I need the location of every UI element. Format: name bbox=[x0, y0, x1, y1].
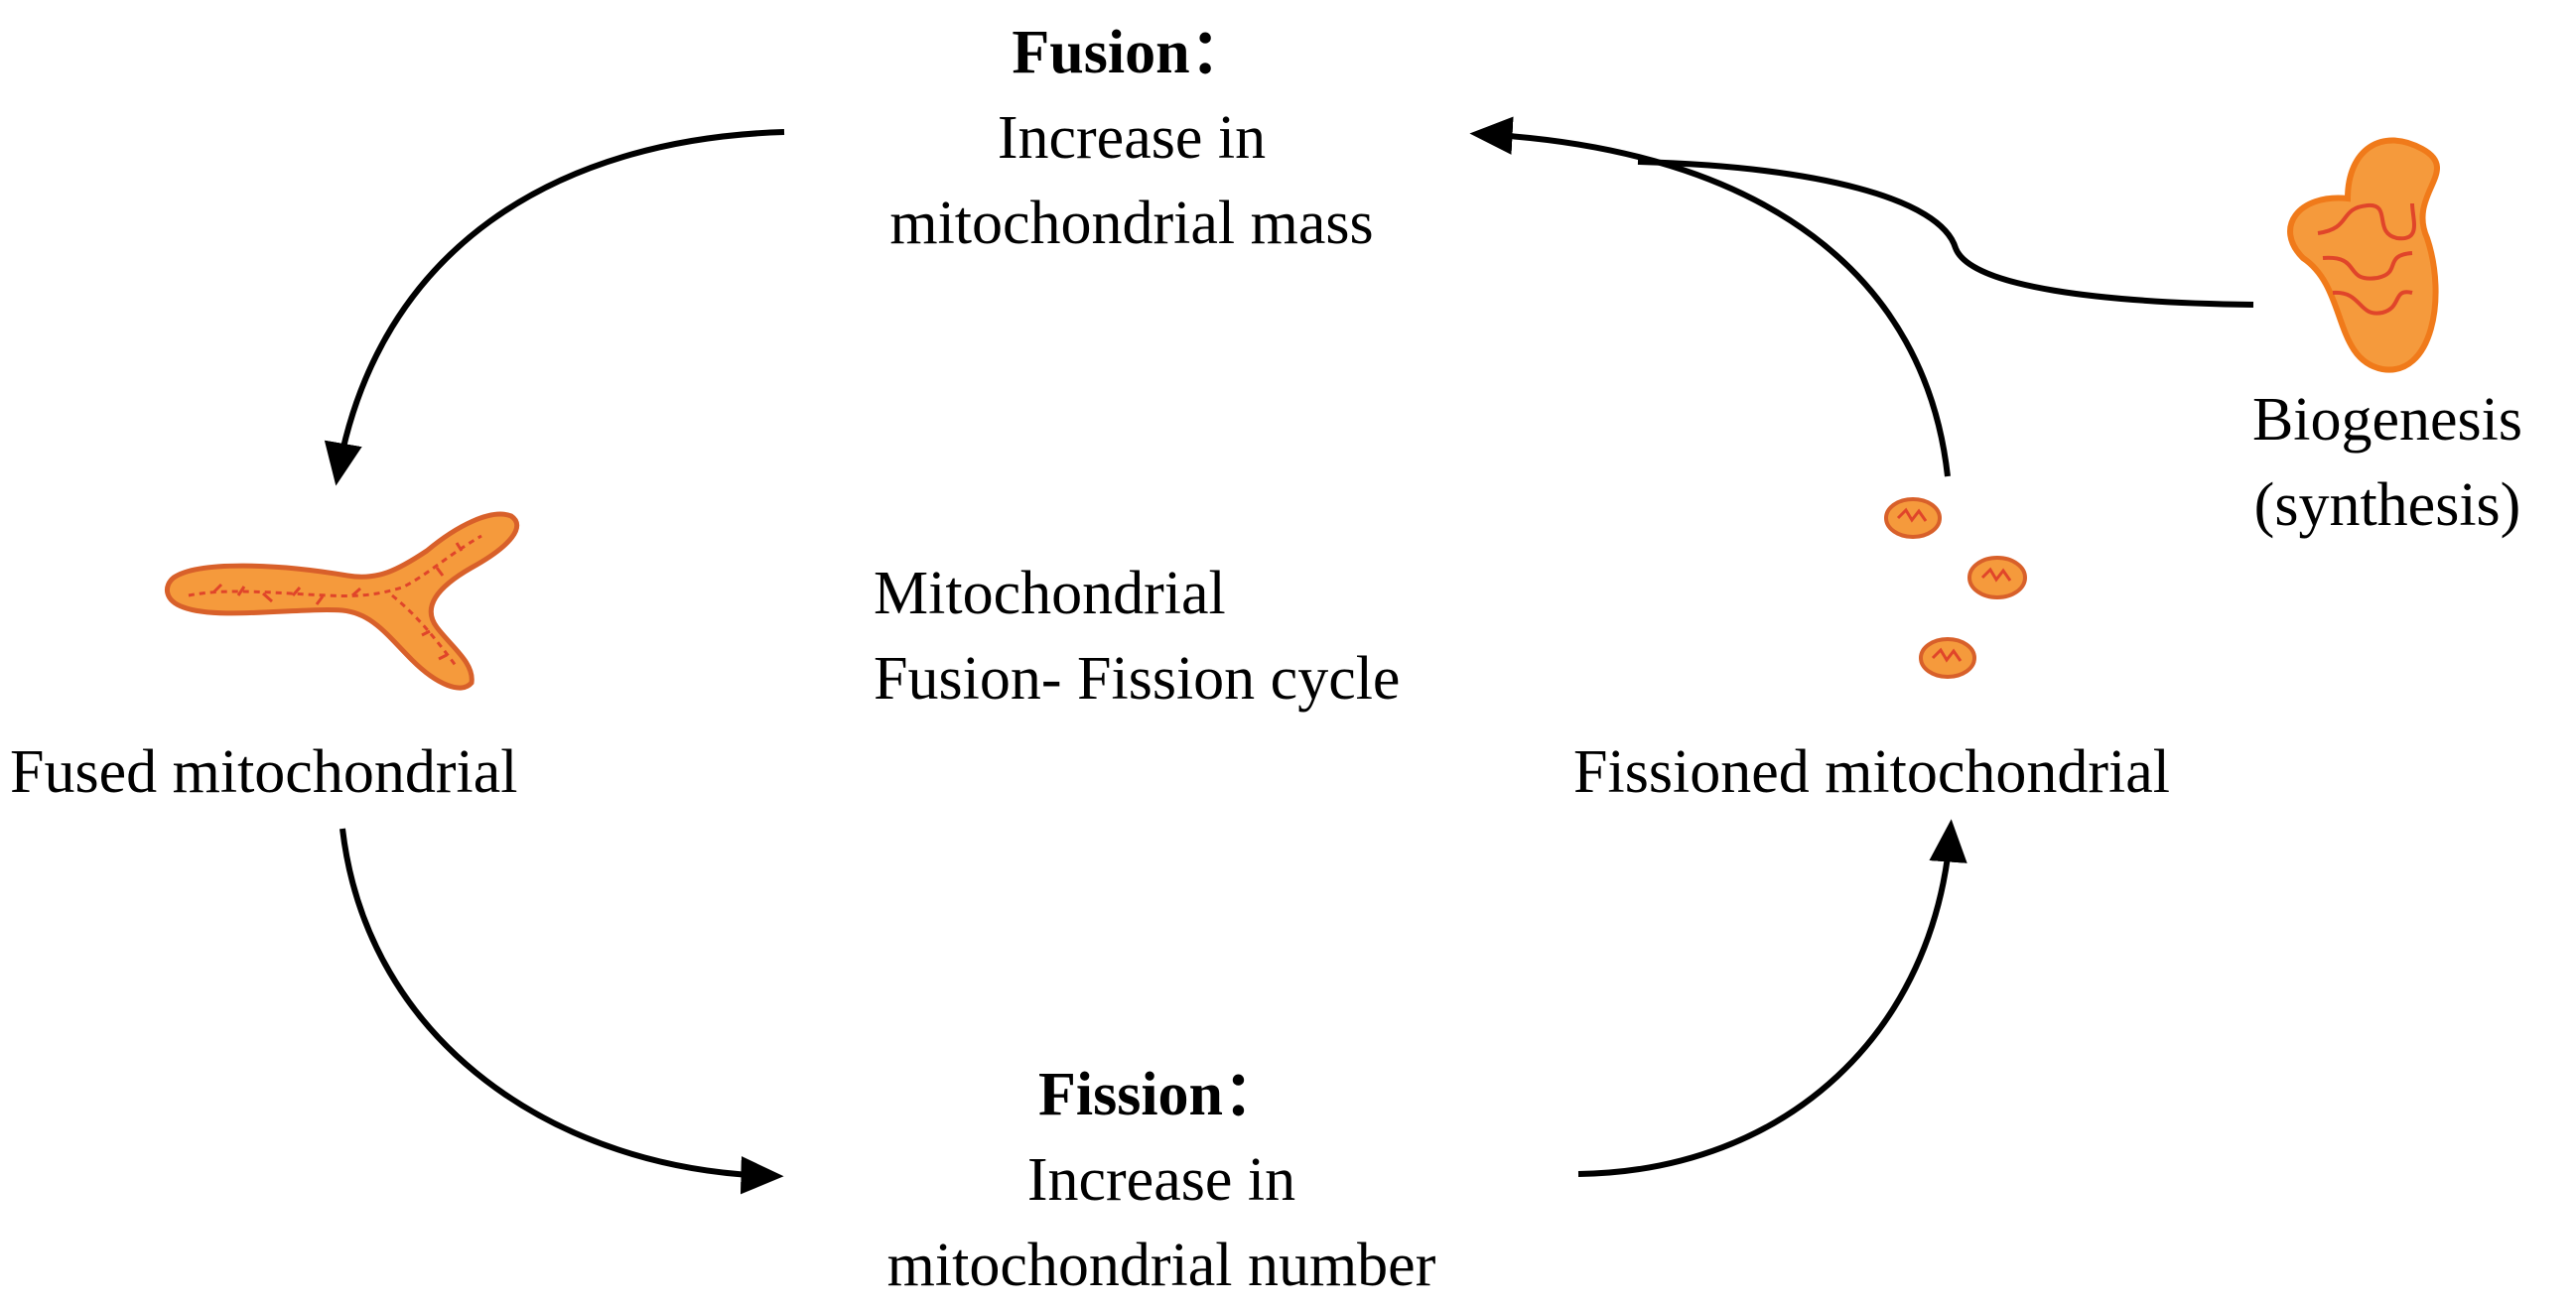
fission-heading: Fission： bbox=[1037, 1061, 1286, 1128]
arrow-fissioned-to-fusion bbox=[1469, 116, 1951, 477]
arrow-fusion-to-fused bbox=[324, 129, 785, 486]
fused-mitochondrion-image bbox=[165, 511, 520, 691]
arrow-fused-to-fission bbox=[339, 828, 784, 1195]
fused-label: Fused mitochondrial bbox=[10, 729, 705, 815]
cycle-title-line1: Mitochondrial bbox=[874, 560, 1226, 627]
cycle-title-line2: Fusion- Fission cycle bbox=[874, 645, 1401, 713]
biogenesis-connector bbox=[1637, 159, 2254, 308]
fusion-heading: Fusion： bbox=[1012, 19, 1252, 86]
cycle-title: Mitochondrial Fusion- Fission cycle bbox=[874, 551, 1628, 721]
fissioned-mitochondria-image bbox=[1884, 497, 2027, 679]
fissioned-label-text: Fissioned mitochondrial bbox=[1573, 738, 2171, 806]
fission-label: Fission： Increase in mitochondrial numbe… bbox=[764, 1052, 1559, 1308]
biogenesis-mitochondrion-image bbox=[2287, 137, 2440, 373]
fusion-line2: mitochondrial mass bbox=[889, 190, 1374, 257]
biogenesis-line1: Biogenesis bbox=[2251, 386, 2523, 454]
biogenesis-line2: (synthesis) bbox=[2253, 471, 2521, 539]
fused-label-text: Fused mitochondrial bbox=[10, 738, 518, 806]
fusion-line1: Increase in bbox=[997, 104, 1267, 172]
fission-line2: mitochondrial number bbox=[886, 1232, 1436, 1299]
fission-line1: Increase in bbox=[1026, 1146, 1296, 1214]
arrow-fission-to-fissioned bbox=[1577, 819, 1967, 1177]
fusion-label: Fusion： Increase in mitochondrial mass bbox=[735, 10, 1529, 266]
biogenesis-label: Biogenesis (synthesis) bbox=[2209, 377, 2566, 548]
fissioned-label: Fissioned mitochondrial bbox=[1573, 729, 2467, 815]
